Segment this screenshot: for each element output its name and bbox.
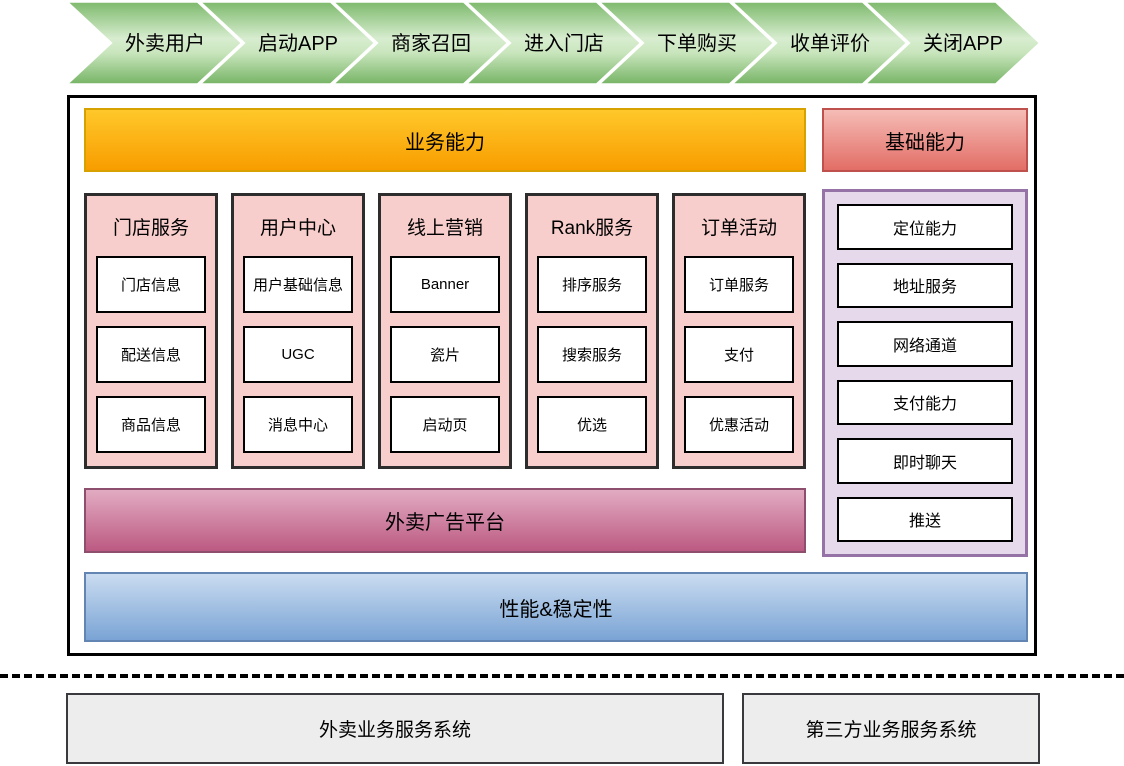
column-title: 用户中心 [259,217,336,239]
capability-box: 推送 [837,496,1013,542]
column-title: 线上营销 [406,217,483,239]
business-columns: 门店服务 门店信息 配送信息 商品信息 用户中心 用户基础信息 UGC 消息中心… [84,193,806,469]
column-title: 订单活动 [700,217,777,239]
flow-step-label: 收单评价 [790,32,870,55]
column-online-marketing: 线上营销 Banner 瓷片 启动页 [378,193,512,469]
capability-box: 即时聊天 [837,438,1013,484]
flow-step-label: 启动APP [258,32,338,55]
column-title: Rank服务 [550,217,634,239]
basic-capability-title: 基础能力 [885,131,965,154]
flow-step: 收单评价 [726,0,911,86]
service-box: 瓷片 [390,326,500,383]
column-rank-service: Rank服务 排序服务 搜索服务 优选 [525,193,659,469]
service-box: 订单服务 [684,256,794,313]
capability-box: 定位能力 [837,204,1013,250]
service-box: UGC [243,326,353,383]
flow-step-arrow-shape [859,0,1044,86]
dashed-divider [0,674,1124,678]
column-store-service: 门店服务 门店信息 配送信息 商品信息 [84,193,218,469]
user-journey-ribbon: 外卖用户 启动APP 商家召回 进入门店 下单购买 收单评价 关闭APP [61,0,1044,86]
column-items: Banner 瓷片 启动页 [390,256,500,457]
performance-banner: 性能&稳定性 [84,572,1028,642]
service-box: 配送信息 [96,326,206,383]
backend-system-thirdparty: 第三方业务服务系统 [742,693,1040,764]
service-box: 商品信息 [96,396,206,453]
flow-step-label: 商家召回 [391,32,471,55]
service-box: 门店信息 [96,256,206,313]
business-capability-title: 业务能力 [405,131,485,154]
service-box: Banner [390,256,500,313]
service-box: 排序服务 [537,256,647,313]
service-box: 支付 [684,326,794,383]
capability-frame: 业务能力 基础能力 门店服务 门店信息 配送信息 商品信息 用户中心 用户基础信… [67,95,1037,656]
flow-step: 商家召回 [327,0,512,86]
flow-step-label: 进入门店 [524,32,604,55]
basic-capability-column: 定位能力 地址服务 网络通道 支付能力 即时聊天 推送 [822,189,1028,557]
column-order-activity: 订单活动 订单服务 支付 优惠活动 [672,193,806,469]
service-box: 用户基础信息 [243,256,353,313]
column-items: 用户基础信息 UGC 消息中心 [243,256,353,457]
flow-step-label: 关闭APP [923,32,1003,55]
business-capability-banner: 业务能力 [84,108,806,172]
service-box: 优惠活动 [684,396,794,453]
capability-box: 网络通道 [837,321,1013,367]
capability-box: 地址服务 [837,262,1013,308]
column-title: 门店服务 [112,217,189,239]
ad-platform-title: 外卖广告平台 [385,512,505,534]
basic-capability-banner: 基础能力 [822,108,1028,172]
column-user-center: 用户中心 用户基础信息 UGC 消息中心 [231,193,365,469]
service-box: 优选 [537,396,647,453]
service-box: 搜索服务 [537,326,647,383]
ad-platform-banner: 外卖广告平台 [84,488,806,553]
performance-title: 性能&稳定性 [499,598,613,621]
backend-system-label: 第三方业务服务系统 [805,720,977,741]
service-box: 启动页 [390,396,500,453]
flow-step: 关闭APP [859,0,1044,86]
service-box: 消息中心 [243,396,353,453]
backend-system-waimai: 外卖业务服务系统 [66,693,724,764]
capability-box: 支付能力 [837,379,1013,425]
flow-step-label: 外卖用户 [125,32,205,55]
flow-step: 下单购买 [593,0,778,86]
flow-step-label: 下单购买 [657,32,737,55]
column-items: 门店信息 配送信息 商品信息 [96,256,206,457]
column-items: 排序服务 搜索服务 优选 [537,256,647,457]
backend-system-label: 外卖业务服务系统 [318,720,471,741]
column-items: 订单服务 支付 优惠活动 [684,256,794,457]
